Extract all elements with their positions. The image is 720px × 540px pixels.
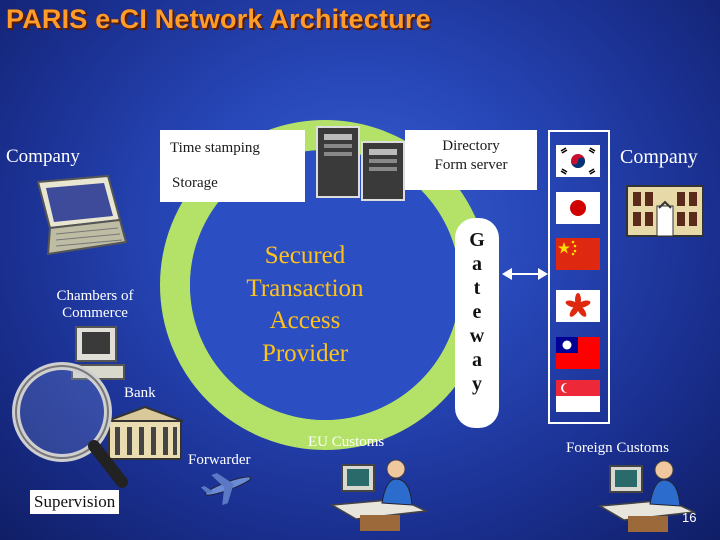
flags-panel [548, 130, 610, 424]
foreign-customs-label: Foreign Customs [566, 440, 669, 456]
foreign-customs-officer-icon [598, 460, 697, 532]
gateway-bar: G a t e w a y [455, 218, 499, 428]
eu-customs-label: EU Customs [308, 434, 385, 450]
china-flag-icon [556, 238, 600, 270]
hub-line: Access [269, 307, 341, 334]
hub-label: Secured Transaction Access Provider [200, 240, 410, 370]
laptop-icon [36, 174, 128, 256]
form-server-label: Form server [434, 157, 508, 173]
supervision-label: Supervision [30, 490, 120, 514]
customs-officer-icon [330, 459, 429, 531]
directory-box: Directory Form server [405, 130, 537, 190]
server-icon [316, 126, 405, 201]
taiwan-flag-icon [556, 337, 600, 369]
gateway-letter: G [469, 229, 485, 251]
gateway-letter: t [473, 277, 481, 299]
forwarder-label: Forwarder [188, 452, 251, 468]
building-icon [626, 185, 704, 237]
south-korea-flag-icon [556, 145, 600, 177]
page-number: 16 [682, 510, 697, 525]
chambers-line: Commerce [62, 305, 128, 322]
bank-building-icon [106, 405, 184, 460]
storage-label: Storage [172, 175, 218, 191]
hub-line: Secured [264, 242, 346, 269]
desktop-computer-icon [71, 326, 125, 380]
singapore-flag-icon [556, 380, 600, 412]
chambers-line: Chambers of [56, 288, 134, 304]
chambers-label: Chambers of Commerce [40, 288, 150, 323]
bank-label: Bank [124, 385, 156, 401]
magnifying-glass-icon [12, 362, 128, 488]
japan-flag-icon [556, 192, 600, 224]
double-arrow-icon [502, 268, 548, 280]
timestamp-storage-box: Time stamping Storage [160, 130, 305, 202]
directory-label: Directory [442, 138, 500, 154]
gateway-letter: a [472, 253, 482, 275]
hub-line: Provider [261, 339, 349, 367]
company-left-label: Company [6, 146, 80, 167]
hong-kong-flag-icon [556, 290, 600, 322]
hub-line: Transaction [246, 274, 364, 302]
page-title: PARIS e-CI Network Architecture [6, 4, 431, 34]
gateway-letter: w [469, 325, 485, 347]
company-right-label: Company [620, 146, 698, 168]
gateway-letter: a [472, 349, 482, 371]
gateway-letter: y [472, 373, 482, 395]
gateway-letter: e [472, 301, 482, 323]
airplane-icon [200, 473, 252, 506]
time-stamping-label: Time stamping [170, 140, 260, 156]
